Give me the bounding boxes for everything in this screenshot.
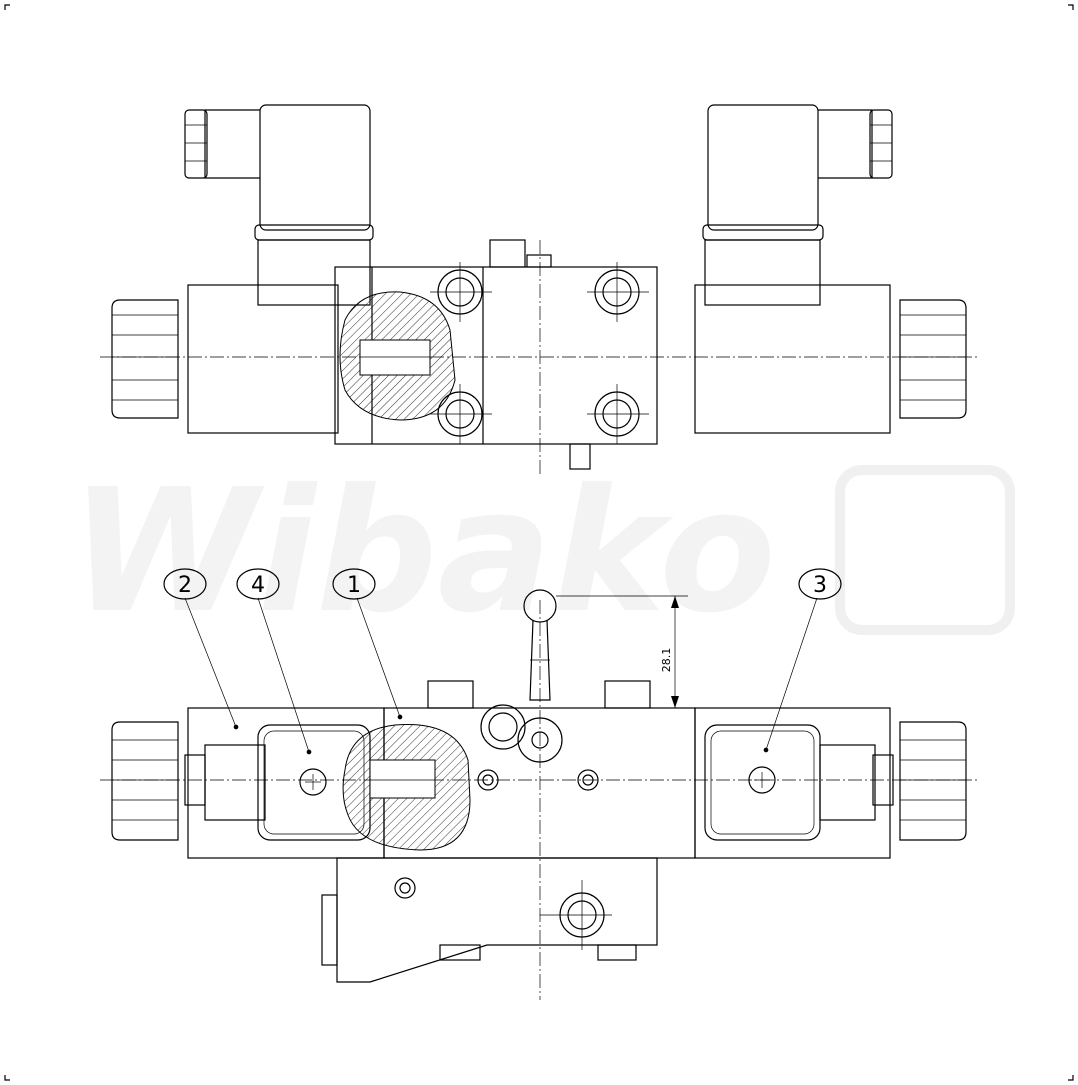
watermark: Wibako <box>70 453 1015 651</box>
top-view <box>100 104 980 475</box>
right-solenoid-tube-front <box>694 707 891 859</box>
dimension-28-1: 28.1 <box>556 595 688 709</box>
svg-text:3: 3 <box>813 573 827 598</box>
callout-3: 3 <box>798 568 842 600</box>
leader-lines <box>184 597 818 755</box>
bolt-holes-top <box>430 262 649 444</box>
callout-4: 4 <box>236 568 280 600</box>
callout-2: 2 <box>163 568 207 600</box>
front-view: 28.1 <box>100 589 980 1000</box>
svg-text:2: 2 <box>178 573 192 598</box>
left-connector-top <box>184 104 374 306</box>
manual-override-lever <box>523 589 557 701</box>
right-connector-front <box>704 724 894 841</box>
left-connector-front <box>184 724 371 841</box>
left-solenoid-tube-top <box>187 284 339 434</box>
right-solenoid-tube-top <box>694 284 891 434</box>
svg-text:1: 1 <box>347 573 361 598</box>
svg-text:4: 4 <box>251 573 265 598</box>
callout-1: 1 <box>332 568 376 600</box>
subplate-front <box>321 857 658 983</box>
right-knob-front <box>899 721 967 841</box>
svg-text:Wibako: Wibako <box>70 453 776 651</box>
left-knob-front <box>111 721 179 841</box>
dimension-label: 28.1 <box>660 648 673 673</box>
right-knob-top <box>899 299 967 419</box>
left-knob-top <box>111 299 179 419</box>
corner-marks <box>4 4 1074 1081</box>
right-connector-top <box>702 104 893 306</box>
